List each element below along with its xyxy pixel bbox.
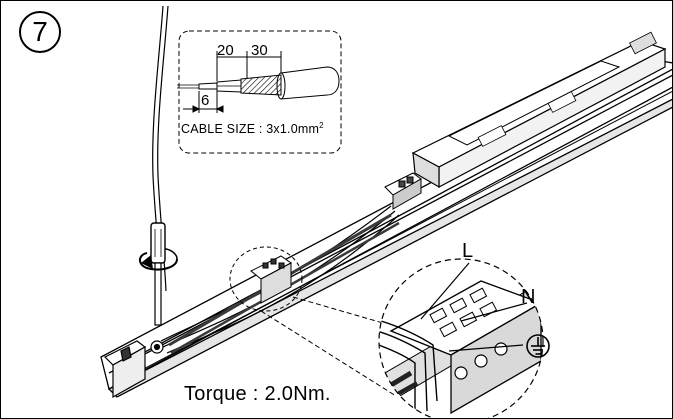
cable-size-superscript: 2	[319, 121, 324, 130]
terminal-block	[250, 255, 292, 304]
screwdriver-icon	[150, 222, 166, 326]
dimension-lines	[183, 51, 282, 113]
rotate-arrow-icon	[139, 248, 178, 271]
zoom-circle-outline	[378, 258, 544, 418]
dimension-label-20: 20	[217, 42, 234, 59]
rail-end-fitting	[103, 340, 164, 399]
cable-stripping-drawing	[177, 66, 340, 100]
detail-highlight-circle	[229, 246, 303, 312]
luminaire-rail	[100, 60, 672, 398]
leader-neutral	[460, 302, 528, 322]
dimension-label-6: 6	[201, 92, 210, 109]
leader-ground	[448, 344, 524, 352]
terminal-label-neutral: N	[521, 286, 536, 308]
ground-symbol-icon	[526, 334, 550, 358]
dimension-label-30: 30	[251, 42, 268, 59]
torque-label: Torque : 2.0Nm.	[184, 383, 331, 405]
zoom-detail	[379, 259, 543, 418]
terminal-label-live: L	[462, 240, 474, 262]
driver-connector	[384, 172, 422, 210]
leader-live	[420, 262, 470, 320]
cable-size-label: CABLE SIZE : 3x1.0mm2	[181, 121, 324, 136]
step-number-badge: 7	[19, 11, 61, 53]
cable-size-text: CABLE SIZE : 3x1.0mm	[181, 122, 320, 136]
driver-housing	[411, 31, 667, 189]
